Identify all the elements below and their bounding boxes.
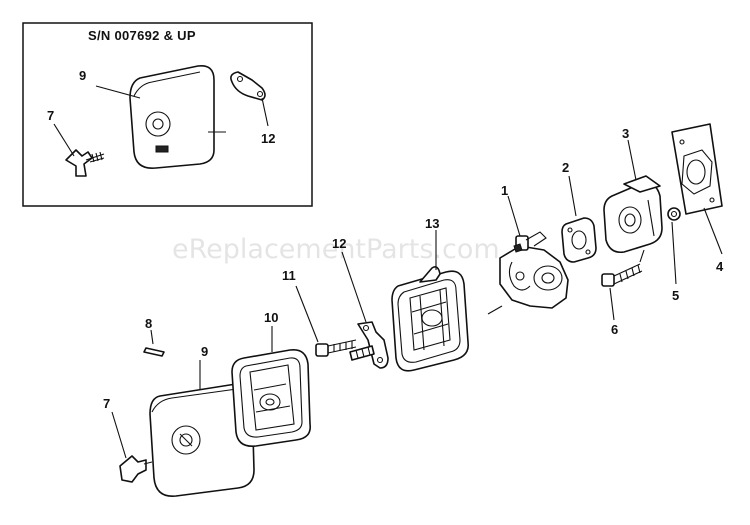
callout-11: 11 [282,268,296,283]
callout-2: 2 [562,160,569,175]
air-filter-base [391,266,470,372]
callout-7: 7 [103,396,110,411]
inset-callout-12: 12 [261,131,275,146]
wing-nut [119,455,153,483]
inset-wing-nut [65,149,105,177]
intake-insulator [603,175,663,254]
callout-13: 13 [425,216,439,231]
callout-1: 1 [501,183,508,198]
washer [667,207,681,221]
screw [315,339,357,357]
inset-callout-7: 7 [47,108,54,123]
watermark: eReplacementParts.com [172,234,500,265]
callout-6: 6 [611,322,618,337]
inset-panel: S/N 007692 & UP 9 7 12 [22,22,313,207]
callout-8: 8 [145,316,152,331]
inset-header: S/N 007692 & UP [88,28,196,43]
carburetor-gasket [561,217,597,263]
inset-callout-9: 9 [79,68,86,83]
callout-3: 3 [622,126,629,141]
inset-air-filter-cover [129,64,215,169]
callout-9: 9 [201,344,208,359]
stud-pin [143,347,165,357]
inset-bracket [230,71,266,101]
carburetor [499,231,569,309]
callout-5: 5 [672,288,679,303]
callout-12: 12 [332,236,346,251]
gasket-plate [671,123,723,215]
callout-4: 4 [716,259,724,274]
bracket [349,321,389,369]
callout-10: 10 [264,310,278,325]
bolt [601,263,643,287]
air-filter-element [231,348,312,448]
